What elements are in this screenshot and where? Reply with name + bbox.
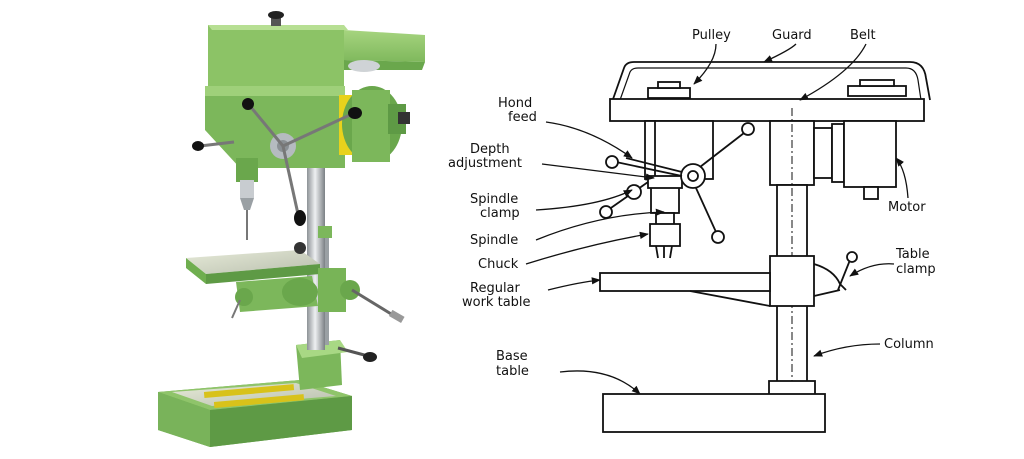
label-spindle: Spindle [470,233,518,248]
label-guard: Guard [772,28,812,43]
leader-arrows [525,43,909,395]
pulley-right [847,85,907,97]
label-motor: Motor [888,200,926,215]
column-illustration [307,140,325,350]
chuck-shape [649,223,681,247]
base-table-illustration [158,380,352,447]
label-depth-line2: adjustment [448,156,522,171]
pulley-left [647,87,691,99]
label-work-table-line1: Regular [470,281,521,296]
label-pulley: Pulley [692,28,731,43]
label-spindle-clamp-line2: clamp [480,206,520,221]
label-spindle-clamp-line1: Spindle [470,192,518,207]
label-chuck: Chuck [478,257,519,272]
label-table-clamp-line2: clamp [896,262,936,277]
label-base-line1: Base [496,349,528,364]
motor-shape [843,120,897,188]
label-belt: Belt [850,28,876,43]
label-column: Column [884,337,934,352]
label-table-clamp-line1: Table [895,247,930,262]
base-table-shape [602,393,826,433]
label-depth-line1: Depth [470,142,510,157]
head-illustration [192,11,425,240]
label-base-line2: table [496,364,529,379]
work-table-illustration [186,250,405,323]
work-table-shape [599,272,771,292]
drill-press-line-diagram [599,61,931,433]
drill-press-illustration [158,11,425,447]
label-work-table-line2: work table [462,295,531,310]
label-hond-feed-line2: feed [508,110,537,125]
diagram-labels: Pulley Guard Belt Hond feed Depth adjust… [448,28,936,379]
label-hond-feed-line1: Hond [498,96,532,111]
